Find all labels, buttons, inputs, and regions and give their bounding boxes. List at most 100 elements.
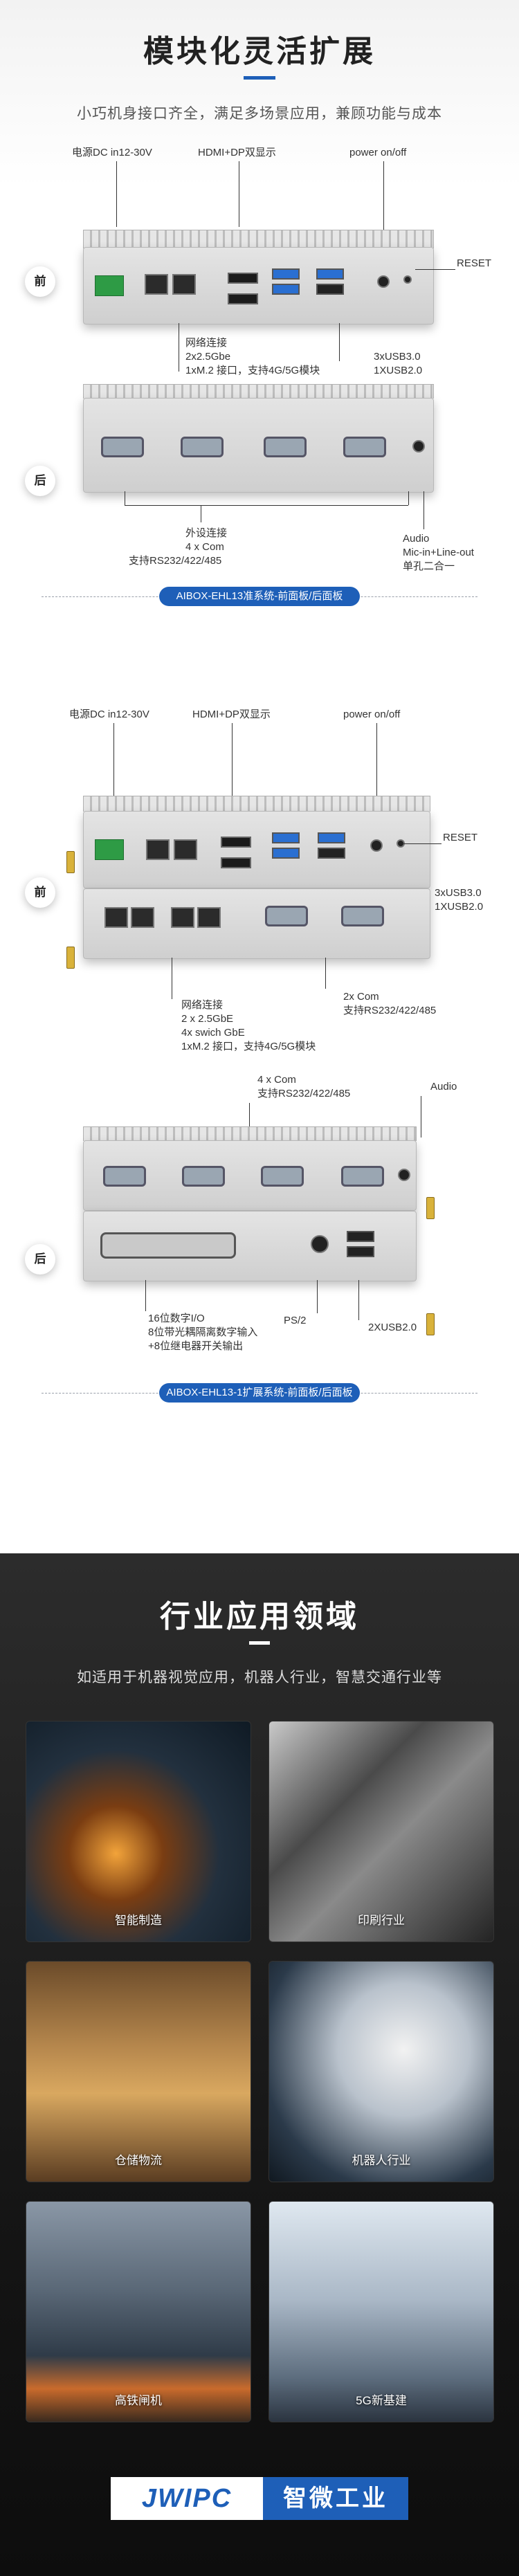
logo-wordmark: JWIPC: [111, 2477, 263, 2520]
com-label-2: 支持RS232/422/485: [343, 1005, 437, 1016]
app-card-label: 智能制造: [115, 1914, 162, 1927]
usb2-port: [316, 284, 344, 295]
power-button: [377, 275, 390, 288]
com-label-1: 2x Com: [343, 991, 379, 1003]
ps2-port: [311, 1235, 329, 1253]
app-card-railway-gates[interactable]: 高铁闸机: [26, 2201, 251, 2422]
app-card-5g[interactable]: 5G新基建: [268, 2201, 494, 2422]
leader-line: [113, 723, 114, 844]
net-label-1: 网络连接: [181, 999, 224, 1011]
reset-label: RESET: [457, 257, 492, 269]
back-side-marker: 后: [25, 1244, 55, 1275]
app-card-printing[interactable]: 印刷行业: [268, 1721, 494, 1942]
usb3-port: [272, 848, 300, 859]
brand-logo[interactable]: JWIPC 智微工业: [111, 2477, 408, 2520]
apps-subtitle: 如适用于机器视觉应用，机器人行业，智慧交通行业等: [77, 1670, 442, 1686]
dc-label: 电源DC in12-30V: [72, 147, 152, 158]
leader-line: [232, 723, 233, 848]
com-port: [264, 437, 307, 457]
back-panel-device: [83, 398, 434, 493]
front-panel-device: [83, 247, 434, 325]
front-side-marker: 前: [25, 877, 55, 908]
page-subtitle: 小巧机身接口齐全，满足多场景应用，兼顾功能与成本: [77, 106, 442, 122]
leader-line: [358, 1280, 359, 1320]
audio-jack: [412, 440, 425, 453]
app-card-warehouse[interactable]: 仓储物流: [26, 1961, 251, 2182]
back-side-marker: 后: [25, 466, 55, 496]
com-port: [343, 437, 386, 457]
com-port: [265, 906, 308, 926]
dc-label: 电源DC in12-30V: [69, 709, 149, 720]
net-label-1: 网络连接: [185, 337, 228, 349]
heatsink-fins: [83, 230, 434, 248]
app-card-robotics[interactable]: 机器人行业: [268, 1961, 494, 2182]
page-title: 模块化灵活扩展: [143, 35, 376, 68]
ethernet-port: [174, 839, 197, 860]
usb2-port: [318, 848, 345, 859]
usb3-port: [318, 832, 345, 843]
leader-line: [383, 161, 384, 230]
hdmi-label: HDMI+DP双显示: [192, 709, 271, 720]
leader-line: [415, 269, 455, 270]
serial-label-1: 外设连接: [185, 527, 228, 539]
com-port: [181, 437, 224, 457]
app-card-manufacturing[interactable]: 智能制造: [26, 1721, 251, 1942]
back-panel-device: [83, 1140, 417, 1211]
ethernet-port: [146, 839, 170, 860]
power-button: [370, 839, 383, 852]
antenna: [426, 1197, 435, 1219]
audio-label-3: 单孔二合一: [403, 560, 455, 572]
audio-label-1: Audio: [403, 533, 430, 545]
usb-label-2: 1XUSB2.0: [374, 365, 423, 376]
usb2-port: [347, 1231, 374, 1242]
title-underline: [244, 76, 275, 80]
leader-line: [376, 723, 377, 837]
app-card-label: 仓储物流: [115, 2154, 162, 2167]
heatsink-fins: [83, 1126, 417, 1141]
power-label: power on/off: [349, 147, 407, 158]
usb3-port: [272, 268, 300, 280]
usb-label-2: 1XUSB2.0: [435, 901, 484, 913]
usb2-port: [347, 1246, 374, 1257]
app-card-label: 机器人行业: [352, 2154, 411, 2167]
leader-line: [249, 1103, 250, 1126]
ethernet-port: [145, 274, 168, 295]
dio-label-1: 16位数字I/O: [148, 1313, 205, 1324]
heatsink-fins: [83, 796, 430, 812]
com-port: [101, 437, 144, 457]
apps-title-underline: [249, 1641, 270, 1645]
apps-title: 行业应用领域: [160, 1600, 359, 1634]
expansion-module: [83, 888, 430, 959]
leader-line: [408, 491, 409, 505]
net-label-3: 1xM.2 接口，支持4G/5G模块: [185, 365, 320, 376]
com-port: [103, 1166, 146, 1187]
app-card-label: 印刷行业: [358, 1914, 405, 1927]
front-side-marker: 前: [25, 266, 55, 297]
bcom-label-1: 4 x Com: [257, 1074, 296, 1086]
app-card-label: 高铁闸机: [115, 2394, 162, 2407]
hdmi-port: [228, 273, 258, 284]
dio-connector: [100, 1232, 236, 1259]
leader-line: [339, 323, 340, 361]
leader-line: [116, 161, 117, 227]
usb3-port: [272, 284, 300, 295]
com-port: [182, 1166, 225, 1187]
net-label-4: 1xM.2 接口，支持4G/5G模块: [181, 1041, 316, 1052]
antenna: [66, 851, 75, 873]
reset-button: [403, 275, 412, 284]
usb-label-1: 3xUSB3.0: [374, 351, 421, 363]
dc-jack: [95, 839, 124, 860]
dc-jack: [95, 275, 124, 296]
leader-line: [325, 958, 326, 989]
dio-label-3: +8位继电器开关输出: [148, 1340, 244, 1352]
power-label: power on/off: [343, 709, 401, 720]
app-card-label: 5G新基建: [356, 2394, 407, 2407]
serial-label-2: 4 x Com: [185, 541, 224, 553]
dp-port: [228, 293, 258, 304]
front-panel-device: [83, 811, 430, 888]
heatsink-fins: [83, 384, 434, 399]
leader-line: [145, 1280, 146, 1311]
com-port: [341, 906, 384, 926]
expansion-module: [83, 1211, 417, 1281]
net-label-3: 4x swich GbE: [181, 1027, 245, 1039]
